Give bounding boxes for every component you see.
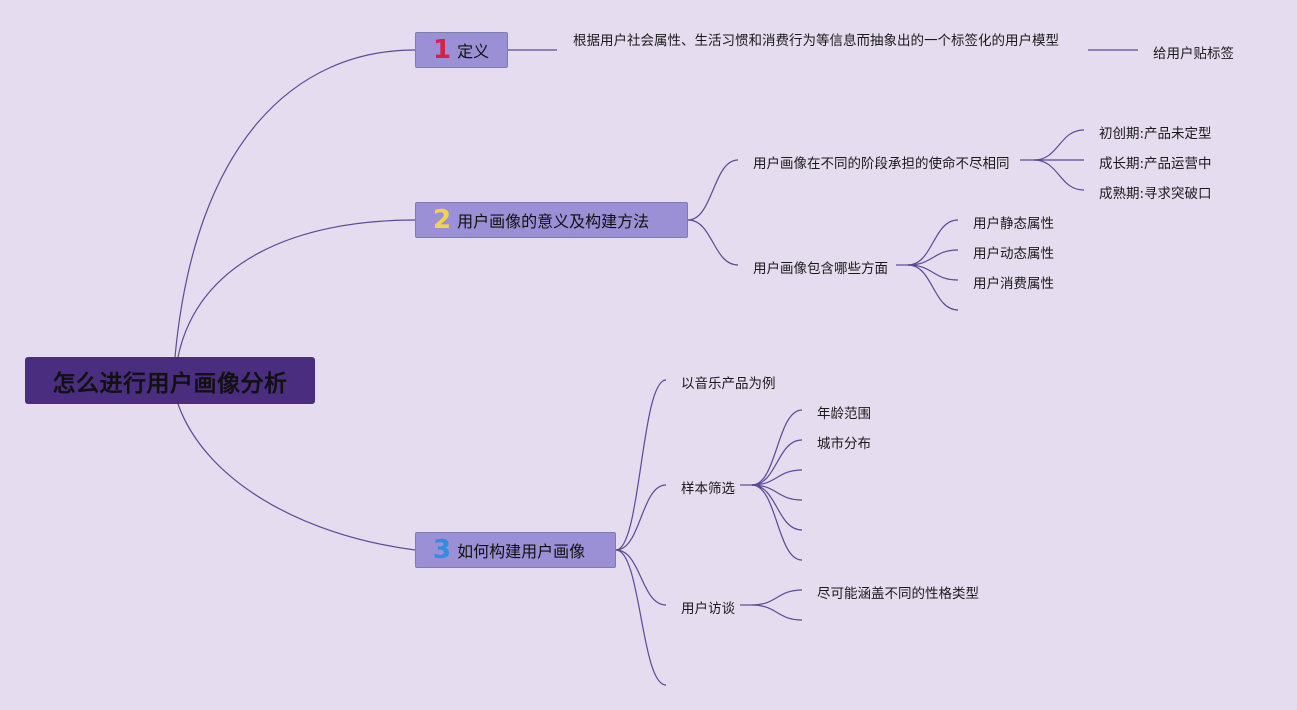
link-sample-leaf-1 — [751, 439, 803, 486]
link-leaf-consume — [907, 264, 959, 281]
link-sample-leaf-3 — [751, 484, 803, 501]
topic-how-to-build[interactable]: 3 如何构建用户画像 — [415, 532, 616, 568]
link-leaf-empty — [907, 264, 959, 311]
link-sample-leaf-4 — [751, 484, 803, 531]
link-root-branch2 — [177, 219, 416, 358]
leaf-personality-types[interactable]: 尽可能涵盖不同的性格类型 — [817, 586, 979, 602]
link-b3-music — [615, 379, 667, 551]
link-b3-interview — [615, 549, 667, 606]
leaf-dynamic-attr[interactable]: 用户动态属性 — [973, 246, 1054, 262]
link-leaf-mature — [1033, 159, 1085, 191]
topic-meaning-method[interactable]: 2 用户画像的意义及构建方法 — [415, 202, 688, 238]
topic-title: 用户画像的意义及构建方法 — [457, 212, 650, 231]
number-badge-2: 2 — [433, 205, 452, 235]
link-sample-leaf-2 — [751, 469, 803, 486]
link-b2-aspects — [687, 219, 739, 266]
definition-text[interactable]: 根据用户社会属性、生活习惯和消费行为等信息而抽象出的一个标签化的用户模型 — [573, 33, 1059, 49]
link-interview-leaf-0 — [751, 589, 803, 606]
number-badge-1: 1 — [433, 35, 452, 65]
link-leaf-dynamic — [907, 249, 959, 266]
definition-child[interactable]: 给用户贴标签 — [1153, 46, 1234, 62]
root-title: 怎么进行用户画像分析 — [52, 370, 288, 397]
leaf-growth-stage[interactable]: 成长期:产品运营中 — [1099, 156, 1212, 172]
link-interview-leaf-1 — [751, 604, 803, 621]
leaf-mature-stage[interactable]: 成熟期:寻求突破口 — [1099, 186, 1212, 202]
link-sample-leaf-0 — [751, 409, 803, 486]
number-badge-3: 3 — [433, 535, 452, 565]
link-root-branch3 — [177, 403, 416, 551]
subtopic-user-interview[interactable]: 用户访谈 — [681, 601, 735, 617]
subtopic-sample-filter[interactable]: 样本筛选 — [681, 481, 735, 497]
topic-title: 定义 — [457, 42, 490, 61]
subtopic-stage-mission[interactable]: 用户画像在不同的阶段承担的使命不尽相同 — [753, 156, 1010, 172]
link-b2-stage — [687, 159, 739, 221]
leaf-age-range[interactable]: 年龄范围 — [817, 406, 871, 422]
link-b3-empty — [615, 549, 667, 686]
subtopic-music-example[interactable]: 以音乐产品为例 — [681, 376, 776, 392]
link-b3-sample — [615, 484, 667, 551]
link-root-branch1 — [174, 49, 416, 358]
subtopic-aspects[interactable]: 用户画像包含哪些方面 — [753, 261, 888, 277]
leaf-city-distribution[interactable]: 城市分布 — [817, 436, 871, 452]
topic-title: 如何构建用户画像 — [457, 542, 586, 561]
link-sample-leaf-5 — [751, 484, 803, 561]
root-topic[interactable]: 怎么进行用户画像分析 — [25, 357, 315, 404]
leaf-startup-stage[interactable]: 初创期:产品未定型 — [1099, 126, 1212, 142]
link-leaf-static — [907, 219, 959, 266]
leaf-static-attr[interactable]: 用户静态属性 — [973, 216, 1054, 232]
topic-definition[interactable]: 1 定义 — [415, 32, 508, 68]
leaf-consume-attr[interactable]: 用户消费属性 — [973, 276, 1054, 292]
link-leaf-startup — [1033, 129, 1085, 161]
